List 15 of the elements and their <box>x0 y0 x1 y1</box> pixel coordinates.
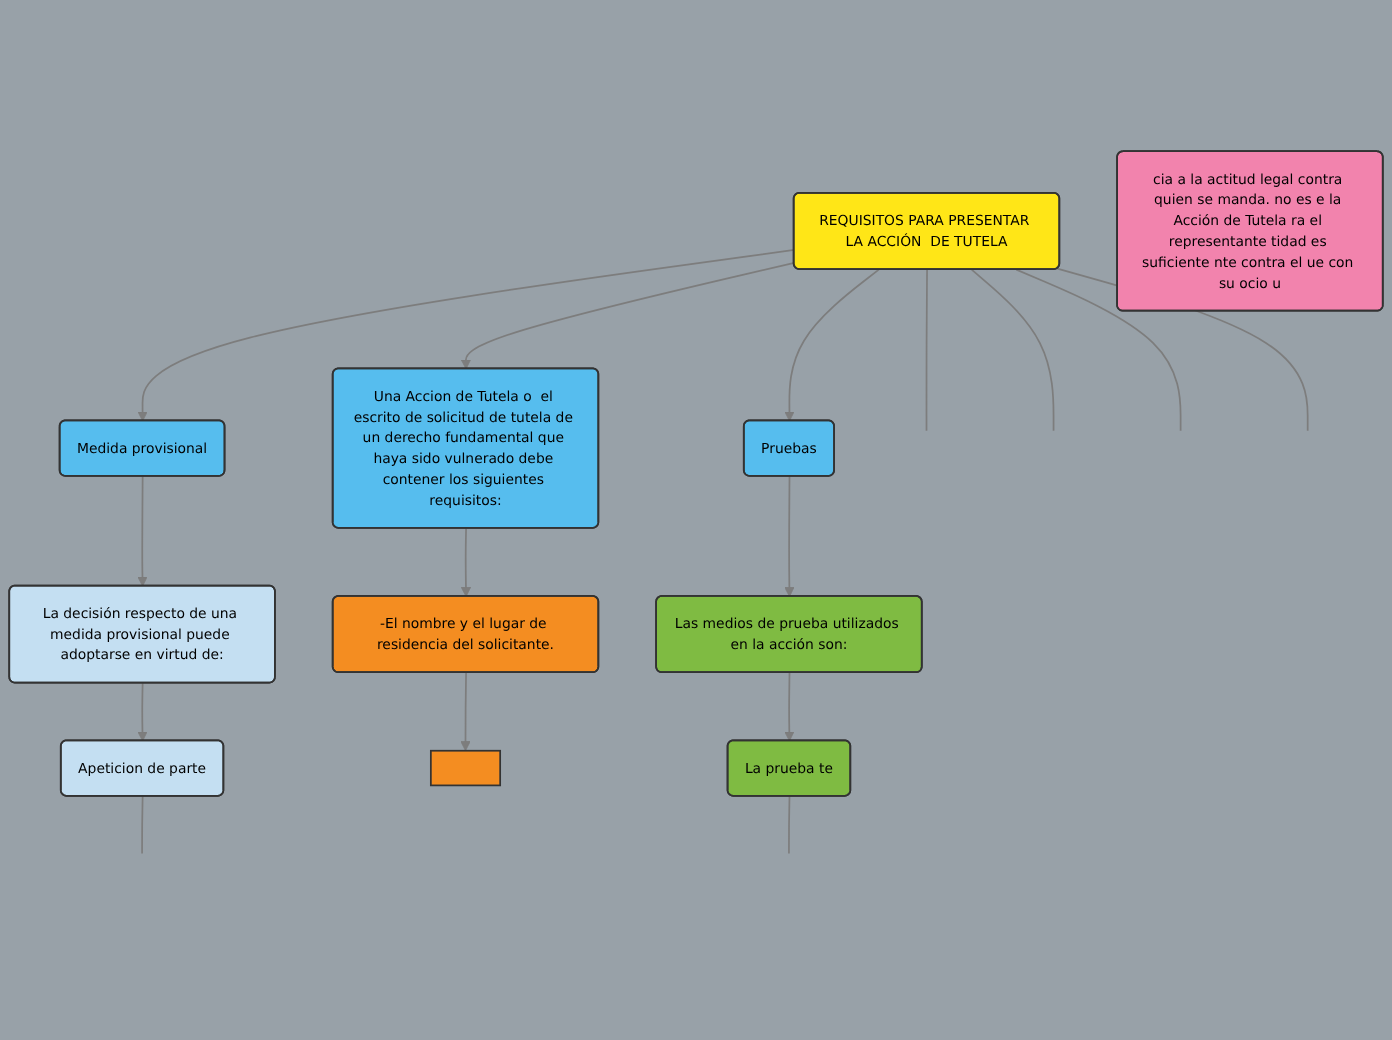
connector <box>1015 269 1182 432</box>
connector <box>141 795 144 855</box>
arrow <box>460 527 472 598</box>
node-box <box>430 750 502 787</box>
arrow <box>460 672 471 752</box>
connector <box>970 269 1055 432</box>
connector <box>788 795 791 855</box>
arrow <box>137 682 148 742</box>
arrow <box>460 262 796 370</box>
arrow <box>137 475 148 587</box>
arrow <box>137 249 796 422</box>
arrow <box>784 269 880 422</box>
arrow <box>784 672 795 742</box>
arrow <box>784 475 795 598</box>
connector <box>925 269 928 432</box>
